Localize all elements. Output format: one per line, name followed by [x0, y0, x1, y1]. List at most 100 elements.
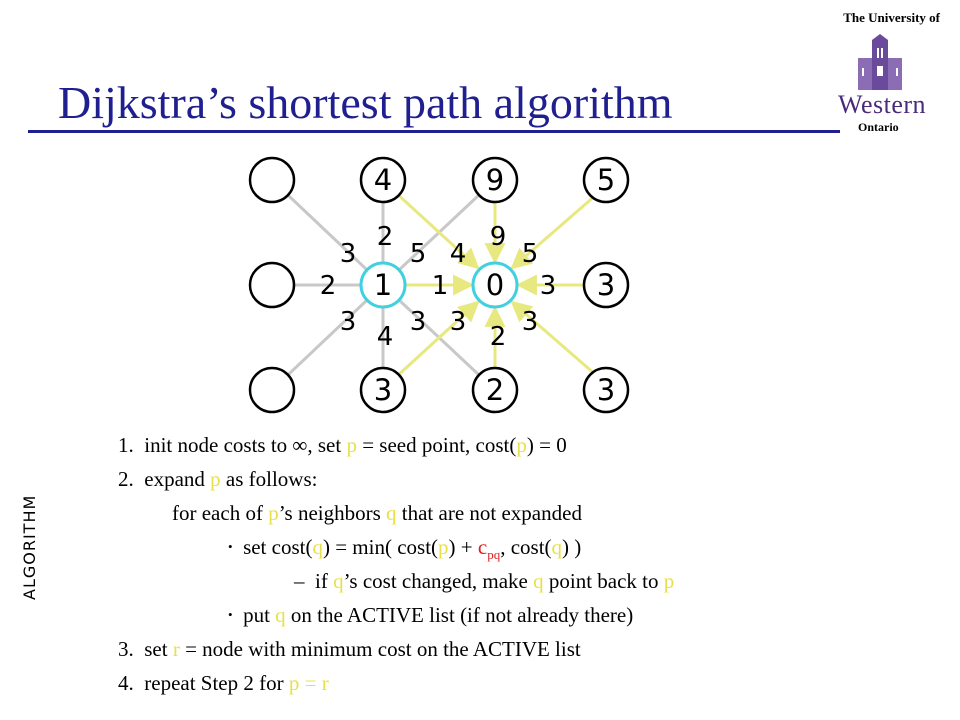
edge-weight: 2: [490, 322, 507, 352]
yellow-edges: [393, 190, 597, 380]
node: 4: [359, 156, 407, 204]
node: 3: [359, 366, 407, 414]
step-text: ) = 0: [526, 433, 567, 457]
var-c: c: [477, 535, 488, 559]
step-text: as follows:: [220, 467, 318, 491]
side-label: ALGORITHM: [20, 494, 39, 600]
edge-weight: 3: [340, 307, 357, 337]
var-p: p: [438, 535, 449, 559]
node: 2: [471, 366, 519, 414]
step-number: 1.: [118, 433, 134, 457]
step-text: = seed point, cost(: [356, 433, 517, 457]
algorithm-steps: 1. init node costs to ∞, set p = seed po…: [118, 428, 674, 700]
node: [248, 156, 296, 204]
step-text: that are not expanded: [396, 501, 582, 525]
node: 5: [582, 156, 630, 204]
step-text: ) = min( cost(: [322, 535, 439, 559]
dash-icon: –: [294, 569, 305, 593]
step-text: ) ): [562, 535, 582, 559]
var-q: q: [275, 603, 286, 627]
edge-weights: 3 2 5 4 9 5 2 1 3 3 4 3 3 2 3: [320, 222, 557, 352]
edge-weight: 2: [377, 222, 394, 252]
step-2: 2. expand p as follows:: [118, 462, 674, 496]
node-label: 1: [374, 268, 392, 302]
var-p: p: [663, 569, 675, 593]
tower-icon: [858, 34, 902, 90]
step-text: ’s cost changed, make: [343, 569, 534, 593]
node: 3: [582, 366, 630, 414]
step-2b: • set cost(q) = min( cost(p) + cpq, cost…: [118, 530, 674, 564]
edge-weight: 3: [540, 271, 557, 301]
edge-weight: 2: [320, 271, 337, 301]
node-label: 4: [374, 163, 392, 197]
university-logo: The University of Western Ontario: [820, 10, 940, 134]
edge-weight: 9: [490, 222, 507, 252]
step-text: put: [243, 603, 276, 627]
var-p: p: [268, 501, 279, 525]
step-text: ) +: [448, 535, 478, 559]
step-1: 1. init node costs to ∞, set p = seed po…: [118, 428, 674, 462]
step-4: 4. repeat Step 2 for p = r: [118, 666, 674, 700]
step-text: , cost(: [500, 535, 552, 559]
step-number: 2.: [118, 467, 134, 491]
bullet-icon: •: [228, 607, 233, 622]
step-text: point back to: [543, 569, 664, 593]
node-label: 9: [486, 163, 504, 197]
step-text: =: [299, 671, 322, 695]
step-text: init node costs to ∞, set: [144, 433, 347, 457]
var-p: p: [346, 433, 357, 457]
step-text: ’s neighbors: [278, 501, 387, 525]
var-q: q: [533, 569, 544, 593]
node: [248, 366, 296, 414]
logo-western: Western: [838, 90, 927, 119]
edge-weight: 3: [410, 307, 427, 337]
var-q: q: [386, 501, 397, 525]
step-text: set cost(: [243, 535, 313, 559]
step-text: repeat Step 2 for: [144, 671, 289, 695]
step-2c: – if q’s cost changed, make q point back…: [118, 564, 674, 598]
edge-weight: 1: [432, 271, 449, 301]
title-underline: [28, 130, 840, 133]
var-p: p: [210, 467, 221, 491]
var-c-subscript: pq: [487, 547, 501, 563]
node-label: 3: [597, 268, 615, 302]
edge-weight: 4: [377, 322, 394, 352]
step-2d: • put q on the ACTIVE list (if not alrea…: [118, 598, 674, 632]
var-r: r: [172, 637, 180, 661]
step-text: = node with minimum cost on the ACTIVE l…: [179, 637, 581, 661]
node-label: 3: [597, 373, 615, 407]
node: 9: [471, 156, 519, 204]
edge-weight: 5: [410, 239, 427, 269]
var-p: p: [516, 433, 527, 457]
node: 0: [471, 261, 519, 309]
node: 3: [582, 261, 630, 309]
var-p: p: [288, 671, 300, 695]
var-q: q: [312, 535, 323, 559]
var-r: r: [321, 671, 329, 695]
node-label: 5: [597, 163, 615, 197]
var-q: q: [333, 569, 344, 593]
step-3: 3. set r = node with minimum cost on the…: [118, 632, 674, 666]
edge-weight: 5: [522, 239, 539, 269]
var-q: q: [551, 535, 563, 559]
node-label: 0: [486, 268, 504, 302]
edge-weight: 3: [450, 307, 467, 337]
step-text: if: [315, 569, 334, 593]
node-label: 3: [374, 373, 392, 407]
edge-weight: 3: [340, 239, 357, 269]
edge-weight: 3: [522, 307, 539, 337]
step-text: for each of: [172, 501, 269, 525]
slide-title: Dijkstra’s shortest path algorithm: [58, 77, 673, 128]
node-label: 2: [486, 373, 504, 407]
step-2a: for each of p’s neighbors q that are not…: [118, 496, 674, 530]
step-number: 3.: [118, 637, 134, 661]
logo-ontario: Ontario: [858, 120, 899, 134]
node: 1: [359, 261, 407, 309]
step-text: set: [144, 637, 173, 661]
step-text: on the ACTIVE list (if not already there…: [285, 603, 634, 627]
logo-university-of: The University of: [843, 10, 940, 25]
graph-diagram: 4 9 5 1 0 3 3 2 3 3 2 5 4 9 5 2 1 3 3 4 …: [248, 156, 630, 414]
node: [248, 261, 296, 309]
step-number: 4.: [118, 671, 134, 695]
edge-weight: 4: [450, 239, 467, 269]
